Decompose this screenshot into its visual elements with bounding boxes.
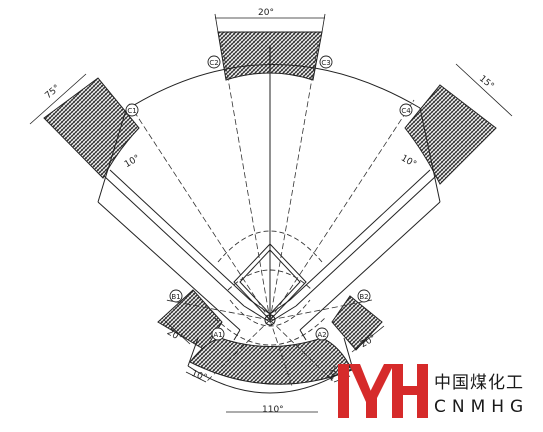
logo-text-en: CNMHG — [434, 397, 530, 417]
marker-b1-label: B1 — [171, 293, 180, 301]
inner-v-walls — [103, 169, 437, 323]
marker-c2-label: C2 — [209, 59, 218, 67]
angle-label-left-inner: 10° — [123, 153, 142, 170]
marker-b2: B2 — [357, 289, 371, 303]
marker-a1: A1 — [211, 327, 225, 341]
angle-label-left-upper: 75° — [43, 83, 62, 101]
angle-label-left-bottom: 10° — [190, 369, 208, 384]
marker-c1: C1 — [125, 103, 139, 117]
dimension-lines — [29, 13, 513, 413]
angle-label-right-inner: 10° — [399, 153, 418, 170]
marker-c3: C3 — [319, 55, 333, 69]
logo-watermark: 中国煤化工 CNMHG — [336, 356, 543, 424]
marker-a1-label: A1 — [213, 331, 222, 339]
marker-c1-label: C1 — [127, 107, 136, 115]
hatched-lower-right-block — [331, 295, 383, 351]
angle-label-right-upper: 15° — [477, 74, 496, 92]
angle-label-bottom: 110° — [262, 405, 284, 415]
hatched-upper-right-block — [404, 84, 497, 185]
marker-b2-label: B2 — [359, 293, 368, 301]
logo-text-cn: 中国煤化工 — [434, 373, 524, 393]
marker-a2: A2 — [315, 327, 329, 341]
marker-b1: B1 — [169, 289, 183, 303]
radial-dashed-lines — [127, 43, 415, 387]
angle-label-top: 20° — [258, 8, 274, 18]
pivot-point — [264, 314, 276, 326]
logo-mark-icon — [338, 364, 428, 418]
marker-a2-label: A2 — [317, 331, 326, 339]
marker-c2: C2 — [207, 55, 221, 69]
hatched-lower-left-block — [157, 289, 223, 351]
hatched-upper-left-block — [43, 77, 140, 179]
dashed-arcs — [214, 230, 326, 346]
fan-outline — [97, 64, 441, 394]
marker-c4: C4 — [399, 103, 413, 117]
marker-c4-label: C4 — [401, 107, 411, 115]
marker-c3-label: C3 — [321, 59, 330, 67]
